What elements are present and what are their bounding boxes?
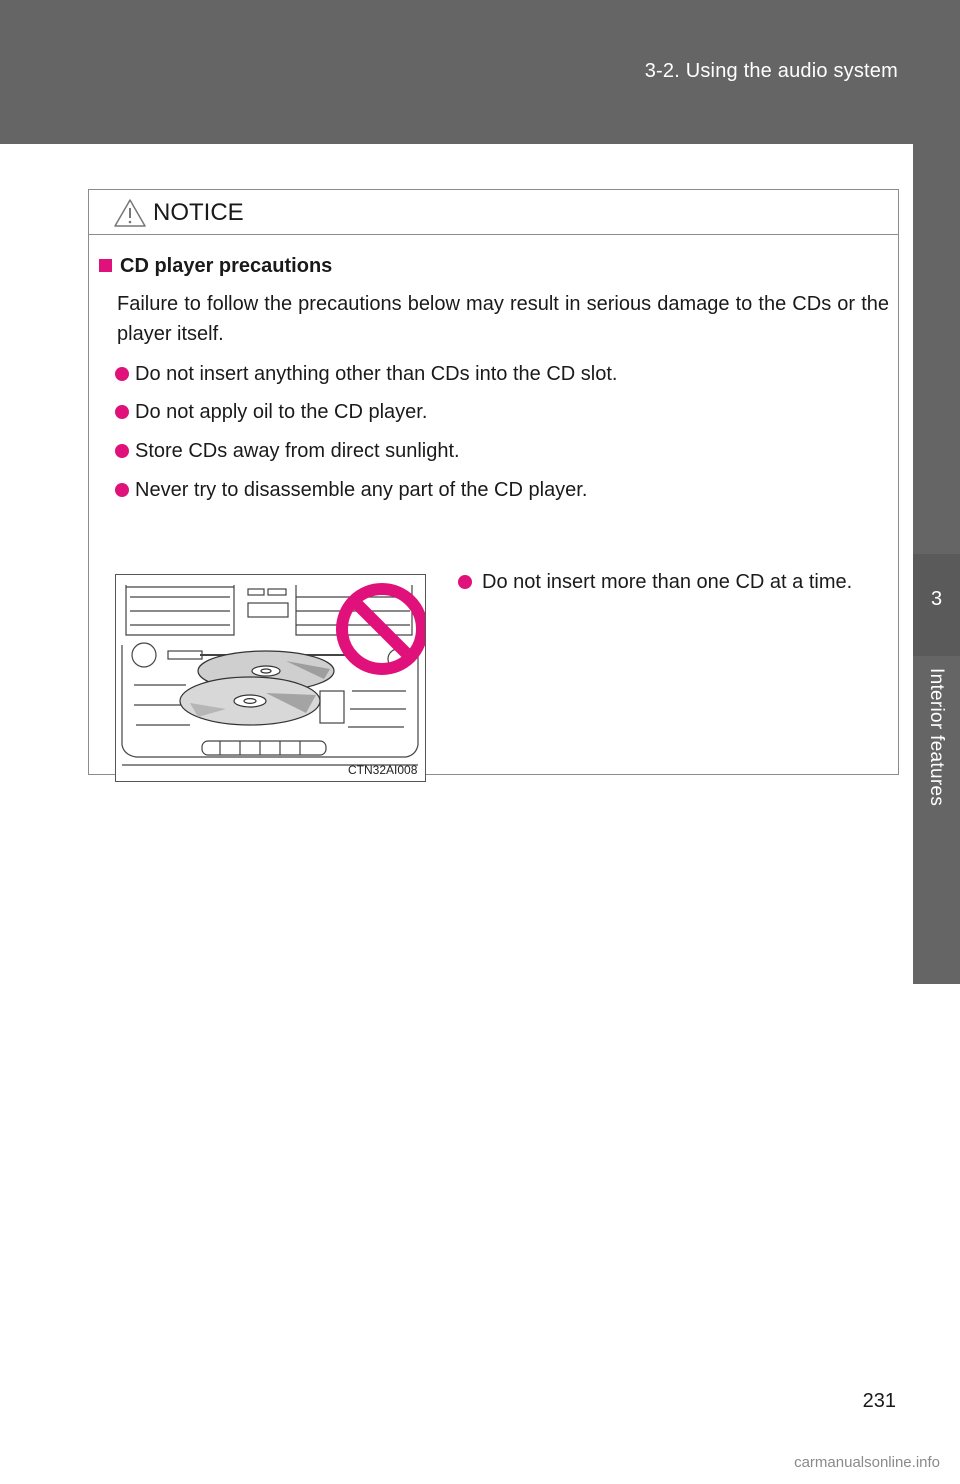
section-title: 3-2. Using the audio system — [644, 60, 898, 82]
bullet-text: Store CDs away from direct sunlight. — [135, 440, 460, 462]
bullet-dot-icon — [115, 367, 129, 381]
bullet-dot-icon — [115, 483, 129, 497]
page-number: 231 — [862, 1390, 896, 1412]
prohibited-icon — [336, 583, 428, 675]
notice-box: NOTICE CD player precautions Failure to … — [88, 189, 899, 782]
watermark: carmanualsonline.info — [794, 1454, 940, 1471]
figure-bullet: Do not insert more than one CD at a time… — [458, 567, 882, 597]
chapter-label-box: Interior features — [913, 664, 960, 974]
bullet-dot-icon — [115, 405, 129, 419]
bullet-text: Never try to disassemble any part of the… — [135, 479, 588, 501]
heading-text: CD player precautions — [120, 255, 333, 277]
bullet-text: Do not apply oil to the CD player. — [135, 401, 428, 423]
chapter-number: 3 — [930, 588, 943, 610]
bullet-item: Do not insert anything other than CDs in… — [115, 359, 617, 389]
square-bullet-icon — [99, 259, 112, 272]
notice-title: NOTICE — [153, 199, 244, 226]
bullet-item: Store CDs away from direct sunlight. — [115, 436, 460, 466]
chapter-label: Interior features — [926, 668, 947, 807]
page-header: 3-2. Using the audio system — [0, 0, 960, 144]
intro-paragraph: Failure to follow the precautions below … — [117, 293, 889, 345]
bullet-dot-icon — [458, 575, 472, 589]
notice-header: NOTICE — [89, 190, 898, 235]
bullet-item: Never try to disassemble any part of the… — [115, 475, 587, 505]
warning-triangle-icon — [114, 199, 146, 227]
bullet-dot-icon — [115, 444, 129, 458]
cd-player-drawing — [121, 583, 428, 766]
chapter-tab-active — [913, 554, 960, 656]
cd-player-illustration: CTN32AI008 — [115, 574, 428, 782]
bullet-text: Do not insert anything other than CDs in… — [135, 363, 618, 385]
figure-bullet-text: Do not insert more than one CD at a time… — [482, 571, 853, 593]
figure-code: CTN32AI008 — [348, 763, 418, 777]
section-heading: CD player precautions — [99, 255, 332, 278]
bullet-item: Do not apply oil to the CD player. — [115, 397, 427, 427]
